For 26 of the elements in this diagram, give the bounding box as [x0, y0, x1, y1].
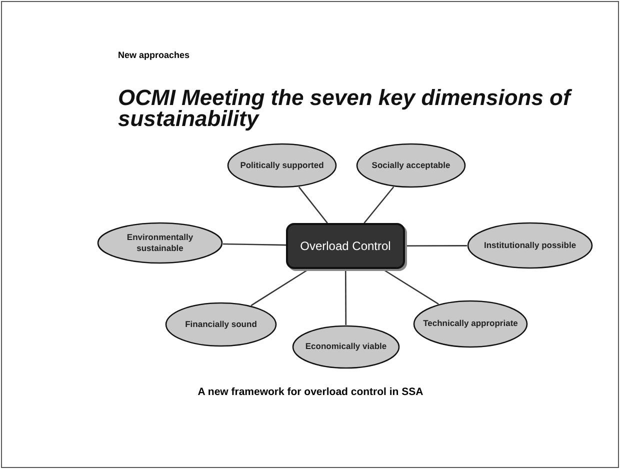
- connector-line: [222, 243, 286, 246]
- connector-line: [344, 269, 347, 325]
- node-label: Overload Control: [299, 238, 392, 254]
- connector-line: [250, 268, 310, 306]
- node-label: Economically viable: [304, 341, 388, 353]
- node-label: Technically appropriate: [422, 318, 519, 330]
- dimension-ellipse: [356, 143, 466, 188]
- section-heading: New approaches: [118, 50, 190, 60]
- dimension-ellipse: [227, 143, 337, 188]
- central-box: [286, 223, 405, 269]
- connector-line: [382, 268, 439, 305]
- connector-line: [298, 186, 328, 224]
- dimension-ellipse: [413, 300, 528, 348]
- connector-line: [364, 186, 394, 224]
- caption: A new framework for overload control in SSA: [196, 386, 424, 398]
- dimension-ellipse: [165, 302, 277, 347]
- node-label: Financially sound: [184, 318, 258, 330]
- node-label: Environmentally sustainable: [126, 232, 194, 254]
- slide-title: OCMI Meeting the seven key dimensions of sustainability: [118, 88, 573, 130]
- dimension-ellipse: [292, 325, 400, 369]
- node-label: Socially acceptable: [370, 160, 452, 172]
- dimension-ellipse: [467, 222, 593, 269]
- node-label: Institutionally possible: [482, 240, 578, 252]
- node-label: Politically supported: [239, 160, 325, 172]
- dimension-ellipse: [97, 222, 223, 264]
- connector-line: [405, 245, 467, 246]
